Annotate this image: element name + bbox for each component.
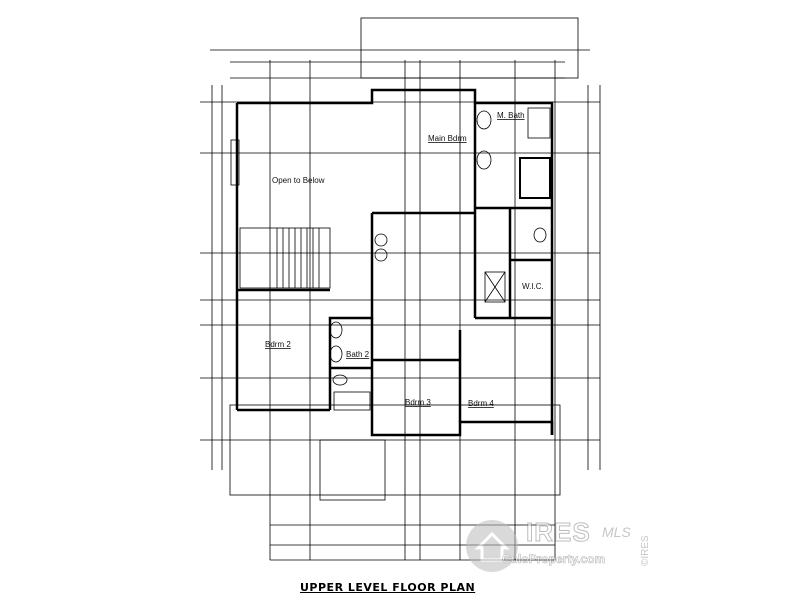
room-label-bath-2: Bath 2 — [346, 350, 370, 359]
ires-watermark: IRES MLS ColoProperty.com ©IRES — [462, 516, 652, 580]
watermark-side: ©IRES — [640, 535, 651, 566]
room-label-wic: W.I.C. — [522, 282, 544, 291]
plan-title: UPPER LEVEL FLOOR PLAN — [300, 581, 476, 594]
house-logo-icon — [466, 520, 518, 572]
watermark-site: ColoProperty.com — [502, 552, 606, 567]
room-label-open-to-below: Open to Below — [272, 176, 325, 185]
walls — [235, 88, 554, 437]
room-label-bdrm-2: Bdrm 2 — [265, 340, 291, 349]
room-label-bdrm-3: Bdrm 3 — [405, 398, 431, 407]
dimension-lines — [200, 17, 601, 561]
stairs-and-fixtures — [230, 107, 551, 411]
room-label-bdrm-4: Bdrm 4 — [468, 399, 494, 408]
room-label-main-bdrm: Main Bdrm — [428, 134, 467, 143]
room-label-m-bath: M. Bath — [497, 111, 525, 120]
watermark-mls: MLS — [602, 524, 631, 540]
watermark-brand: IRES — [526, 517, 591, 547]
